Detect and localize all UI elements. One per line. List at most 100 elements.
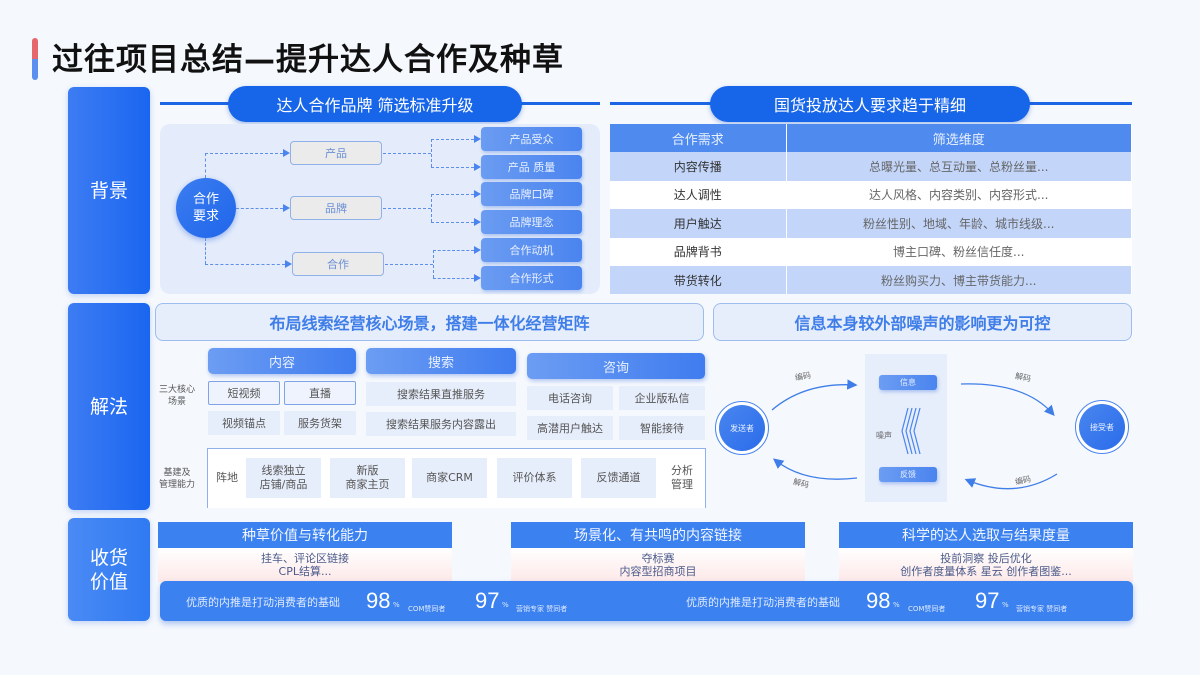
receiver-label: 接受者 (1090, 422, 1114, 432)
leaf-label: 品牌口碑 (509, 188, 554, 201)
infra-start: 阵地 (210, 458, 244, 498)
feedback-label: 反馈 (900, 470, 916, 479)
noise-label: 噪声 (876, 431, 892, 440)
connector (383, 208, 431, 209)
infra-item: 线索独立 店铺/商品 (246, 458, 321, 498)
value-line: 投前洞察 投后优化 (940, 552, 1032, 565)
connector (431, 139, 474, 140)
arrow-icon (283, 149, 290, 157)
scene-item: 高潜用户触达 (527, 416, 613, 440)
arrow-icon (474, 218, 481, 226)
infra-label: 商家CRM (426, 471, 473, 484)
title-accent-bar (32, 38, 38, 80)
value-line: CPL结算... (278, 565, 332, 578)
arrow-icon (474, 246, 481, 254)
arrow-icon (283, 204, 290, 212)
table-cell: 博主口碑、粉丝信任度... (786, 237, 1132, 266)
branch-label: 合作 (327, 258, 349, 271)
scene-item: 智能接待 (619, 416, 705, 440)
noise-wave-icon (901, 407, 921, 455)
category-content: 内容 (208, 348, 356, 374)
scene-label: 搜索结果服务内容露出 (386, 418, 496, 431)
value-card-body: 夺标赛 内容型招商项目 (511, 548, 805, 582)
leaf-node: 合作动机 (481, 238, 582, 262)
stat-number: 97 (975, 588, 1000, 613)
value-card-title: 种草价值与转化能力 (158, 522, 452, 548)
sender-label: 发送者 (730, 423, 754, 433)
leaf-node: 品牌理念 (481, 210, 582, 234)
category-label: 搜索 (427, 355, 454, 371)
leaf-label: 品牌理念 (509, 216, 554, 229)
value-card: 科学的达人选取与结果度量 投前洞察 投后优化 创作者度量体系 星云 创作者图鉴.… (839, 522, 1133, 582)
section-tab-value: 收货 价值 (68, 518, 150, 621)
category-label: 内容 (268, 355, 295, 371)
value-card-title: 场景化、有共鸣的内容链接 (511, 522, 805, 548)
section-tab-background: 背景 (68, 87, 150, 294)
scene-label: 企业版私信 (634, 392, 690, 405)
table-cell: 粉丝购买力、博主带货能力... (786, 265, 1132, 295)
stats-bar: 优质的内推是打动消费者的基础 98 % COM赞同者 97 % 营销专家 赞同者… (160, 581, 1133, 621)
leaf-label: 合作形式 (509, 272, 554, 285)
value-card-body: 挂车、评论区链接 CPL结算... (158, 548, 452, 582)
table-cell: 达人调性 (610, 180, 787, 210)
value-line: 创作者度量体系 星云 创作者图鉴... (900, 565, 1072, 578)
arrow-icon (474, 274, 481, 282)
scene-label: 搜索结果直推服务 (397, 388, 485, 401)
scene-item: 搜索结果直推服务 (366, 382, 516, 406)
infra-label: 阵地 (216, 471, 238, 484)
scene-item: 搜索结果服务内容露出 (366, 412, 516, 436)
table-row: 内容传播 总曝光量、总互动量、总粉丝量... (610, 152, 1132, 181)
table-row: 用户触达 粉丝性别、地域、年龄、城市线级... (610, 209, 1132, 238)
root-node: 合作 要求 (176, 178, 236, 238)
table-cell: 达人风格、内容类别、内容形式... (786, 180, 1132, 210)
infra-label: 线索独立 店铺/商品 (259, 464, 308, 491)
connector (433, 250, 434, 278)
stat-number: 97 (475, 588, 500, 613)
stat-unit: % (893, 601, 900, 609)
sender-node: 发送者 (715, 401, 769, 455)
stat-caption: COM赞同者 (408, 605, 446, 613)
table-row: 品牌背书 博主口碑、粉丝信任度... (610, 237, 1132, 266)
arrow-icon (474, 190, 481, 198)
infra-label: 分析 管理 (671, 464, 693, 491)
infra-item: 新版 商家主页 (330, 458, 405, 498)
column-header: 合作需求 (610, 124, 787, 153)
scene-item: 短视频 (208, 381, 280, 405)
table-cell: 粉丝性别、地域、年龄、城市线级... (786, 209, 1132, 238)
infra-label: 评价体系 (512, 471, 557, 484)
value-card: 场景化、有共鸣的内容链接 夺标赛 内容型招商项目 (511, 522, 805, 582)
infra-label: 反馈通道 (596, 471, 641, 484)
branch-label: 品牌 (325, 202, 347, 215)
row-label-core: 三大核心 场景 (158, 385, 195, 407)
table-header-row: 合作需求 筛选维度 (610, 124, 1132, 153)
solution-banner-left: 布局线索经营核心场景，搭建一体化经营矩阵 (155, 303, 704, 341)
value-line: 内容型招商项目 (619, 565, 697, 578)
heading-text: 达人合作品牌 筛选标准升级 (276, 96, 474, 115)
connector (385, 264, 433, 265)
branch-product: 产品 (290, 141, 382, 165)
scene-item: 视频锚点 (208, 411, 280, 435)
connector (205, 153, 206, 178)
branch-brand: 品牌 (290, 196, 382, 220)
branch-label: 产品 (325, 147, 347, 160)
connector (205, 153, 283, 154)
infra-item: 反馈通道 (581, 458, 656, 498)
heading-pill-right: 国货投放达人要求趋于精细 (710, 86, 1030, 122)
leaf-label: 合作动机 (509, 244, 554, 257)
stat-number: 98 (866, 588, 891, 613)
connector (433, 278, 474, 279)
connector (433, 250, 474, 251)
category-consult: 咨询 (527, 353, 705, 379)
scene-item: 服务货架 (284, 411, 356, 435)
page-title: 过往项目总结—提升达人合作及种草 (52, 42, 564, 78)
arrow-icon (474, 135, 481, 143)
scene-label: 智能接待 (640, 422, 684, 435)
table-cell: 用户触达 (610, 209, 787, 238)
leaf-label: 产品受众 (509, 133, 554, 146)
stat-number: 98 (366, 588, 391, 613)
value-card-body: 投前洞察 投后优化 创作者度量体系 星云 创作者图鉴... (839, 548, 1133, 582)
stat-text: 优质的内推是打动消费者的基础 (186, 596, 340, 609)
arrow-icon (474, 163, 481, 171)
connector (236, 208, 283, 209)
scene-label: 电话咨询 (548, 392, 592, 405)
